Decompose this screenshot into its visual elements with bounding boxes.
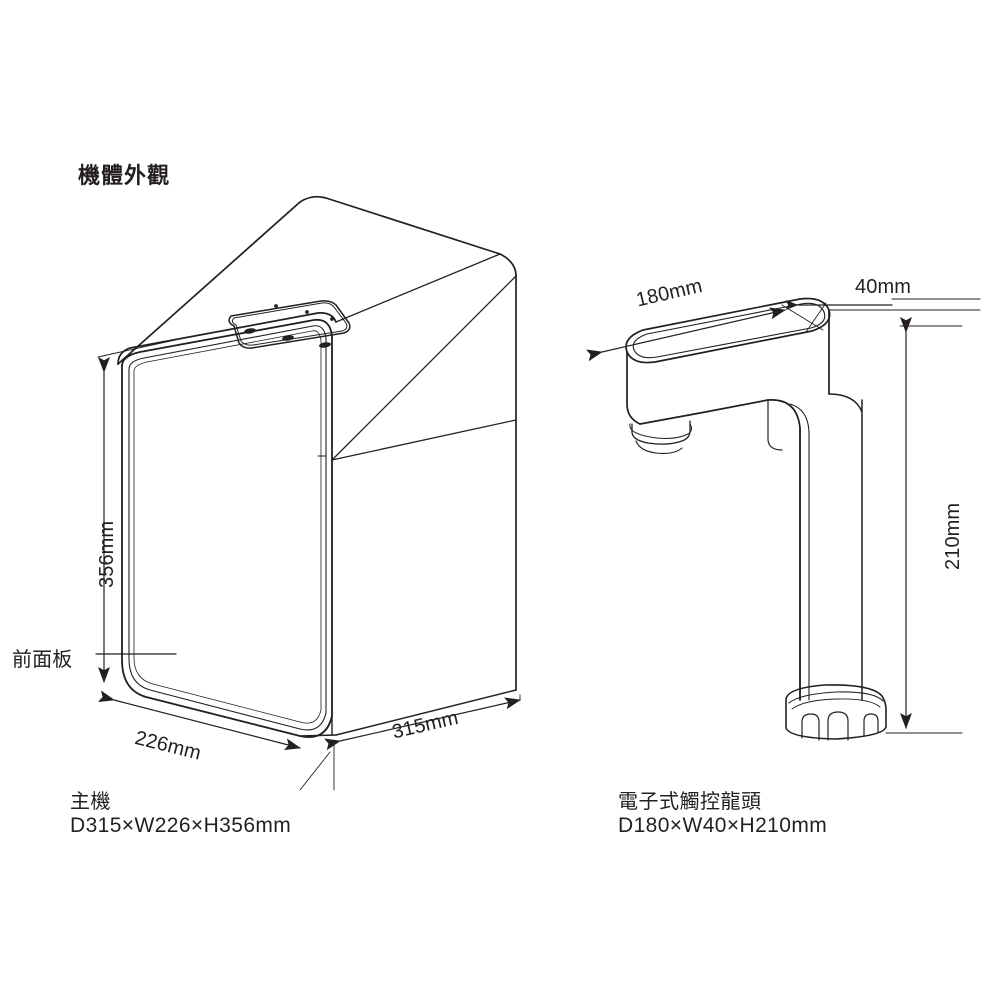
main-unit-body [117, 195, 517, 738]
faucet-base-collar [785, 684, 887, 741]
main-unit-caption-name: 主機 [70, 791, 111, 813]
dimension-label-height-356: 356mm [96, 520, 118, 588]
control-panel-buttons [244, 328, 331, 348]
faucet-caption-spec: D180×W40×H210mm [618, 814, 828, 837]
main-unit-dimension-lines [97, 339, 521, 791]
faucet-body [625, 297, 887, 741]
control-panel-recess [228, 300, 351, 349]
main-unit-caption-spec: D315×W226×H356mm [70, 814, 292, 837]
dimension-label-height-210: 210mm [942, 502, 964, 570]
faucet-dimension-lines [586, 298, 981, 734]
control-panel-indicators [274, 304, 334, 321]
dimension-label-width-40: 40mm [855, 276, 911, 298]
faucet-caption-name: 電子式觸控龍頭 [618, 791, 762, 813]
page-title: 機體外觀 [78, 163, 171, 188]
faucet-aerator [629, 420, 693, 454]
front-panel-label: 前面板 [12, 649, 73, 671]
